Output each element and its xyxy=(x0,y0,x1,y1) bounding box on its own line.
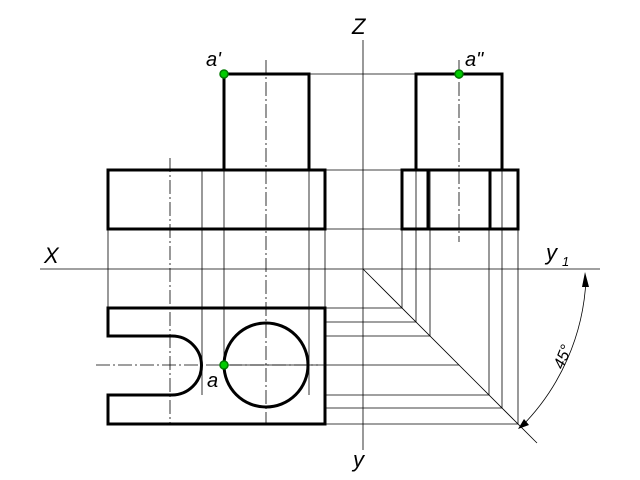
labels: Z X y 1 y a' a" a 45° xyxy=(43,14,576,472)
point-a-front xyxy=(219,69,229,79)
label-axis-y: y xyxy=(351,447,366,472)
projection-axes xyxy=(40,40,600,450)
label-axis-y1-subscript: 1 xyxy=(562,254,569,269)
arrowhead-bottom xyxy=(518,419,529,429)
side-base xyxy=(400,168,520,231)
front-view xyxy=(106,72,327,231)
label-axis-y1: y xyxy=(544,240,559,265)
label-point-side: a" xyxy=(465,49,484,71)
angle-dimension xyxy=(518,272,589,429)
constant-45-line xyxy=(362,268,538,444)
front-upright xyxy=(222,72,311,170)
points xyxy=(219,69,464,370)
label-point-front: a' xyxy=(206,49,222,71)
top-view xyxy=(106,306,327,426)
label-point-top: a xyxy=(207,370,218,392)
top-outline-with-slot xyxy=(106,306,327,426)
front-base xyxy=(106,168,327,231)
point-a-side xyxy=(454,69,464,79)
side-view xyxy=(400,72,520,231)
angle-arc xyxy=(520,278,587,428)
label-axis-x: X xyxy=(43,243,60,268)
point-a-top xyxy=(219,360,229,370)
center-lines xyxy=(96,60,460,425)
label-axis-z: Z xyxy=(351,14,367,39)
arrowhead-top xyxy=(582,272,589,287)
projection-lines xyxy=(107,73,538,444)
